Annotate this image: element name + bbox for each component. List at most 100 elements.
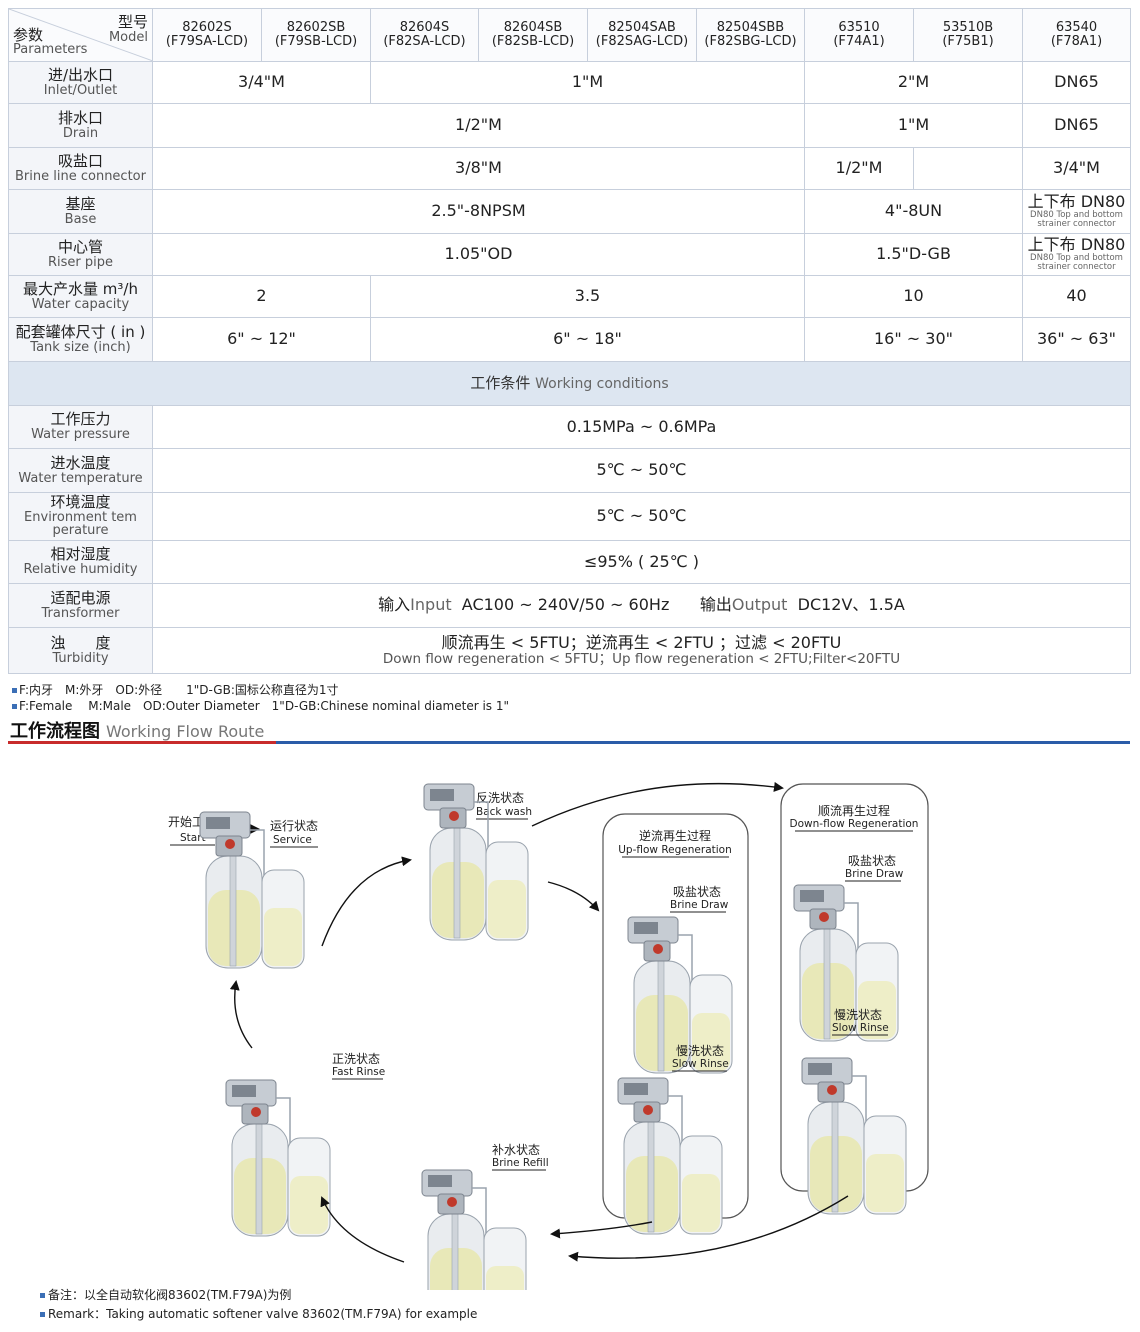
value-cell: 输入Input AC100 ~ 240V/50 ~ 60Hz 输出Output … (152, 583, 1131, 628)
label-en: Service (273, 834, 312, 846)
arrow-icon (229, 980, 253, 1049)
label-cn: 正洗状态 (332, 1052, 380, 1066)
arrow-icon (550, 1221, 653, 1239)
arrow-icon (320, 1196, 405, 1263)
softener-unit-slow-rinse-down (801, 1057, 907, 1215)
label-en: Back wash (476, 806, 532, 818)
value-cell: 2.5"-8NPSM (152, 189, 805, 234)
value-cell: 0.15MPa ~ 0.6MPa (152, 405, 1131, 449)
upflow-heading: 逆流再生过程 Up-flow Regeneration (618, 828, 732, 858)
label-cn: 吸盐状态 (848, 854, 896, 868)
value-cell: 1/2"M (152, 103, 805, 148)
model-header: 82604SB(F82SB-LCD) (478, 8, 588, 62)
value-cell: 10 (804, 275, 1023, 318)
arrow-icon (321, 856, 412, 947)
label-en: Fast Rinse (332, 1066, 385, 1078)
value-cell: DN65 (1022, 61, 1131, 104)
value-cell: 36" ~ 63" (1022, 317, 1131, 362)
model-header: 82504SAB(F82SAG-LCD) (587, 8, 697, 62)
label-en: Up-flow Regeneration (618, 844, 732, 856)
model-cn: 型号 (117, 13, 148, 31)
upflow-slow-rinse: 慢洗状态 Slow Rinse (672, 1044, 729, 1072)
flow-diagram: 开始工作 Start 运行状态 Service 反洗状态 Back wash 逆… (168, 781, 929, 1290)
value-cell: 1"M (804, 103, 1023, 148)
label-en: Brine Refill (492, 1157, 549, 1169)
upflow-brine-draw: 吸盐状态 Brine Draw (670, 885, 729, 913)
arrow-icon (547, 881, 600, 912)
value-cell: 1.05"OD (152, 233, 805, 276)
corner-divider (9, 9, 152, 61)
label-cn: 补水状态 (492, 1143, 540, 1157)
value-cell: 3/8"M (152, 147, 805, 190)
arrow-icon (568, 1195, 849, 1262)
downflow-brine-draw: 吸盐状态 Brine Draw (845, 854, 904, 882)
value-cell: 2"M (804, 61, 1023, 104)
bullet-square-icon (40, 1293, 45, 1298)
value-cell: 40 (1022, 275, 1131, 318)
softener-unit-brine-refill (421, 1169, 527, 1290)
label-en: Slow Rinse (832, 1022, 889, 1034)
label-cn: 反洗状态 (476, 791, 524, 805)
remark-line: 备注：以全自动软化阀83602(TM.F79A)为例 (48, 1288, 292, 1302)
section-working-conditions: 工作条件 Working conditions (8, 361, 1131, 406)
bullet-square-icon (12, 704, 17, 709)
value-cell: 3/4"M (152, 61, 371, 104)
value-cell: 16" ~ 30" (804, 317, 1023, 362)
model-header: 63540(F78A1) (1022, 8, 1131, 62)
label-en: Brine Draw (845, 868, 904, 880)
label-cn: 运行状态 (270, 819, 318, 833)
state-backwash: 反洗状态 Back wash (476, 791, 532, 820)
model-en: Model (108, 29, 148, 45)
value-cell: 1"M (370, 61, 805, 104)
remark-line: Remark：Taking automatic softener valve 8… (48, 1307, 478, 1321)
bullet-square-icon (12, 688, 17, 693)
row-label-tank: 配套罐体尺寸 ( in )Tank size (inch) (8, 317, 153, 362)
remark: 备注：以全自动软化阀83602(TM.F79A)为例 Remark：Taking… (40, 1286, 477, 1324)
param-cn: 参数 (13, 25, 44, 44)
param-en: Parameters (13, 42, 88, 58)
value-cell: 5℃ ~ 50℃ (152, 492, 1131, 541)
value-cell (913, 147, 1023, 190)
title-underline-accent (8, 741, 276, 744)
model-header: 53510B(F75B1) (913, 8, 1023, 62)
note-line: F:内牙 M:外牙 OD:外径 1"D-GB:国标公称直径为1寸 (19, 683, 339, 697)
label-cn: 逆流再生过程 (639, 828, 711, 843)
title-underline (8, 741, 1130, 744)
label-en: Brine Draw (670, 899, 729, 911)
value-cell: 6" ~ 18" (370, 317, 805, 362)
label-en: Down-flow Regeneration (790, 818, 919, 830)
label-en: Slow Rinse (672, 1058, 729, 1070)
value-cell: 1.5"D-GB (804, 233, 1023, 276)
softener-unit-fast-rinse (225, 1079, 331, 1237)
value-cell: 4"-8UN (804, 189, 1023, 234)
arrow-icon (531, 781, 784, 827)
model-header: 82602S(F79SA-LCD) (152, 8, 262, 62)
label-en: Start (180, 832, 206, 844)
state-brine-refill: 补水状态 Brine Refill (492, 1143, 549, 1171)
softener-unit-slow-rinse (617, 1077, 723, 1235)
model-header: 82604S(F82SA-LCD) (370, 8, 479, 62)
model-header: 82504SBB(F82SBG-LCD) (696, 8, 805, 62)
state-fast-rinse: 正洗状态 Fast Rinse (332, 1052, 385, 1080)
value-cell: ≤95% ( 25℃ ) (152, 540, 1131, 584)
value-cell: 5℃ ~ 50℃ (152, 448, 1131, 493)
label-cn: 吸盐状态 (673, 885, 721, 899)
value-cell: 2 (152, 275, 371, 318)
label-cn: 慢洗状态 (676, 1044, 724, 1058)
